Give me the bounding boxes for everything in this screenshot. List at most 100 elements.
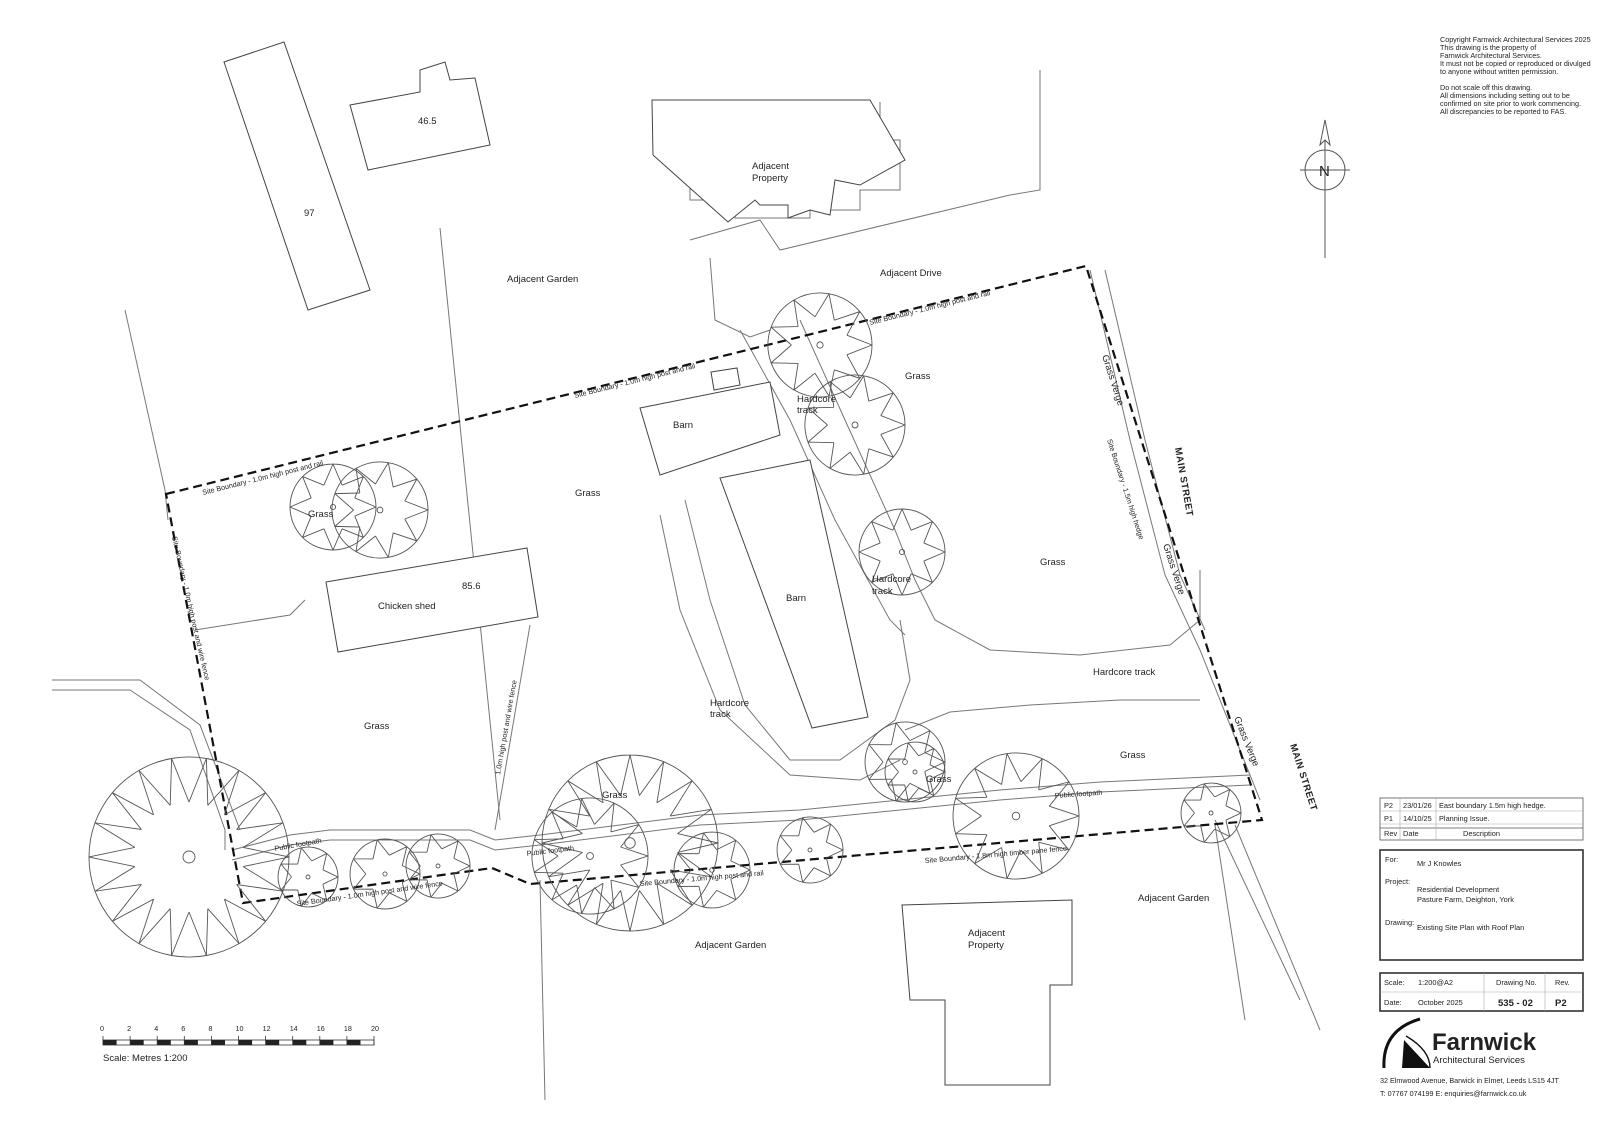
tree-canopy-icon [767, 292, 873, 398]
tree-canopy-icon [804, 374, 906, 476]
copyright-line: All dimensions including setting out to … [1440, 91, 1570, 100]
grass-label: Grass [1040, 557, 1066, 568]
company-logo-icon [1382, 1017, 1431, 1069]
grass-label: Grass [602, 790, 628, 801]
grass-label: Grass [308, 509, 334, 520]
hardcore-track-label: track [797, 405, 818, 416]
adjacent-property-label: Property [968, 940, 1004, 951]
company-contact: T: 07767 074199 E: enquiries@farnwick.co… [1380, 1089, 1527, 1098]
boundary-label: Site Boundary - 1.0m high post and rail [639, 868, 764, 888]
chicken-shed-building [325, 547, 539, 653]
tree-canopy-icon [331, 461, 429, 559]
north-pointer-icon [1319, 119, 1331, 147]
tree-canopy-icon [858, 508, 946, 596]
tree-canopy-icon [531, 797, 649, 915]
tree-canopy-icon [349, 838, 421, 910]
scale-tick-label: 2 [127, 1024, 131, 1033]
copyright-line: confirmed on site prior to work commenci… [1440, 99, 1581, 108]
scale-tick-label: 8 [208, 1024, 212, 1033]
boundary-label: Site Boundary - 1.0m high post and wire … [170, 535, 212, 681]
tree-canopy-icon [776, 816, 844, 884]
barn-long-building [719, 459, 869, 729]
level-465-label: 46.5 [418, 116, 437, 127]
date-value: October 2025 [1418, 998, 1463, 1007]
scale-tick-label: 4 [154, 1024, 158, 1033]
rev-value: P2 [1555, 998, 1567, 1009]
drawing-no-label: Drawing No. [1496, 978, 1537, 987]
for-label: For: [1385, 855, 1398, 864]
scale-caption: Scale: Metres 1:200 [103, 1053, 188, 1064]
grass-label: Grass [1120, 750, 1146, 761]
scale-tick-label: 14 [290, 1024, 298, 1033]
scale-label: Scale: [1384, 978, 1405, 987]
boundary-label: Site Boundary - 1.8m high timber pane fe… [924, 844, 1067, 865]
adjacent-property-south [901, 899, 1073, 1086]
barn-annex-building [710, 367, 741, 391]
adjacent-drive-label: Adjacent Drive [880, 268, 942, 279]
main-street-label: MAIN STREET [1287, 743, 1319, 813]
tree-canopy-icon [1180, 782, 1242, 844]
internal-fence-label: 1.0m high post and wire fence [493, 679, 519, 775]
revision-header-date: Date [1403, 829, 1419, 838]
hardcore-track-label: track [872, 586, 893, 597]
copyright-line: Farnwick Architectural Services. [1440, 51, 1542, 60]
hardcore-track-label: track [710, 709, 731, 720]
adjacent-property-label: Adjacent [968, 928, 1005, 939]
hardcore-track-label: Hardcore track [1093, 667, 1156, 678]
hardcore-track-label: Hardcore [797, 394, 836, 405]
building-97 [223, 41, 371, 311]
scale-tick-label: 0 [100, 1024, 104, 1033]
chicken-shed-label: Chicken shed [378, 601, 436, 612]
title-block: For: Mr J Knowles Project: Residential D… [1379, 849, 1584, 1012]
copyright-line: It must not be copied or reproduced or d… [1440, 59, 1591, 68]
level-856-label: 85.6 [462, 581, 481, 592]
date-label: Date: [1384, 998, 1402, 1007]
tree-canopy-icon [541, 754, 719, 932]
drawing-label: Drawing: [1385, 918, 1414, 927]
scale-value: 1:200@A2 [1418, 978, 1453, 987]
barn-label: Barn [786, 593, 806, 604]
copyright-line: Do not scale off this drawing. [1440, 83, 1532, 92]
drawing-title: Existing Site Plan with Roof Plan [1417, 923, 1524, 932]
public-footpath-label: Public footpath [274, 836, 322, 853]
copyright-line: This drawing is the property of [1440, 43, 1536, 52]
trees [88, 292, 1242, 958]
barn-label: Barn [673, 420, 693, 431]
project-title: Residential Development [1417, 885, 1499, 894]
scale-tick-label: 16 [317, 1024, 325, 1033]
adjacent-garden-label: Adjacent Garden [507, 274, 578, 285]
hardcore-track-label: Hardcore [872, 574, 911, 585]
adjacent-property-north [651, 99, 906, 223]
scale-tick-label: 6 [181, 1024, 185, 1033]
revision-rev: P1 [1384, 814, 1393, 823]
copyright-line: All discrepancies to be reported to FAS. [1440, 107, 1566, 116]
main-street-label: MAIN STREET [1172, 447, 1195, 518]
revision-description: Planning Issue. [1439, 814, 1490, 823]
revision-rev: P2 [1384, 801, 1393, 810]
tree-canopy-icon [88, 756, 290, 958]
copyright-line: Copyright Farnwick Architectural Service… [1440, 35, 1591, 44]
scale-tick-label: 10 [236, 1024, 244, 1033]
tree-canopy-icon [277, 846, 339, 908]
grass-label: Grass [926, 774, 952, 785]
revision-header-description: Description [1463, 829, 1500, 838]
company-branding: Farnwick Architectural Services 32 Elmwo… [1380, 1017, 1559, 1098]
tree-canopy-icon [864, 721, 946, 803]
tree-canopy-icon [673, 831, 751, 909]
client-name: Mr J Knowles [1417, 859, 1462, 868]
company-address: 32 Elmwood Avenue, Barwick in Elmet, Lee… [1380, 1076, 1559, 1085]
tree-canopy-icon [884, 741, 946, 803]
copyright-line: to anyone without written permission. [1440, 67, 1558, 76]
copyright-notes: Copyright Farnwick Architectural Service… [1440, 35, 1591, 116]
grass-verge-label: Grass Verge [1231, 715, 1261, 768]
public-footpath-label: Public footpath [1055, 788, 1103, 800]
revision-header-rev: Rev [1384, 829, 1397, 838]
tree-canopy-icon [952, 752, 1080, 880]
grass-label: Grass [575, 488, 601, 499]
tree-canopy-icon [289, 463, 377, 551]
company-name: Farnwick [1432, 1029, 1537, 1056]
tree-canopy-icon [405, 833, 471, 899]
revision-description: East boundary 1.5m high hedge. [1439, 801, 1546, 810]
context-linework [52, 70, 1321, 1101]
